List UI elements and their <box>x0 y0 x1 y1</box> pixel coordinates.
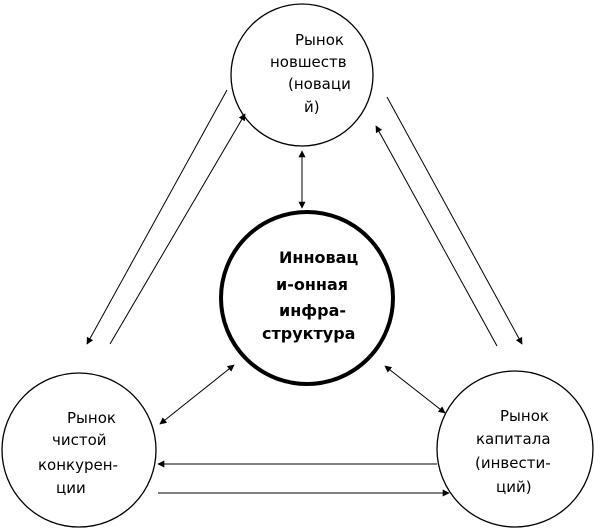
node-left-line-1: Рынок <box>67 409 116 427</box>
node-top-label: Рынок новшеств (новаци й) <box>270 31 351 116</box>
node-top-line-4: й) <box>304 98 320 116</box>
arrow-center-right <box>384 365 446 414</box>
node-right-circle <box>436 370 594 528</box>
node-center-circle <box>219 210 395 386</box>
arrow-right-to-top <box>375 125 498 347</box>
node-center-line-3: инфра- <box>279 301 346 320</box>
node-right-line-4: ций) <box>496 478 532 496</box>
node-right-line-3: (инвести- <box>475 454 551 472</box>
node-center-line-4: структура <box>262 324 355 343</box>
node-left-line-2: чистой <box>52 431 107 449</box>
node-center-line-1: Инновац <box>279 248 358 267</box>
node-left-line-3: конкурен- <box>38 456 118 474</box>
node-right-line-1: Рынок <box>500 407 549 425</box>
node-top-circle <box>230 3 374 147</box>
node-right-line-2: капитала <box>476 430 551 448</box>
arrow-top-to-right <box>386 96 523 345</box>
arrow-left-to-top <box>109 113 246 345</box>
node-top-line-2: новшеств <box>270 53 347 71</box>
node-center-line-2: и-онная <box>276 275 348 294</box>
node-center-label: Инновац и-онная инфра- структура <box>262 248 358 343</box>
node-top-line-3: (новаци <box>288 75 351 93</box>
node-right-label: Рынок капитала (инвести- ций) <box>475 407 551 496</box>
arrow-top-to-left <box>86 89 228 345</box>
node-left-circle <box>1 372 157 528</box>
node-left-line-4: ции <box>56 479 86 497</box>
arrow-center-left <box>159 364 235 425</box>
node-left-label: Рынок чистой конкурен- ции <box>38 409 118 497</box>
node-top-line-1: Рынок <box>295 31 344 49</box>
